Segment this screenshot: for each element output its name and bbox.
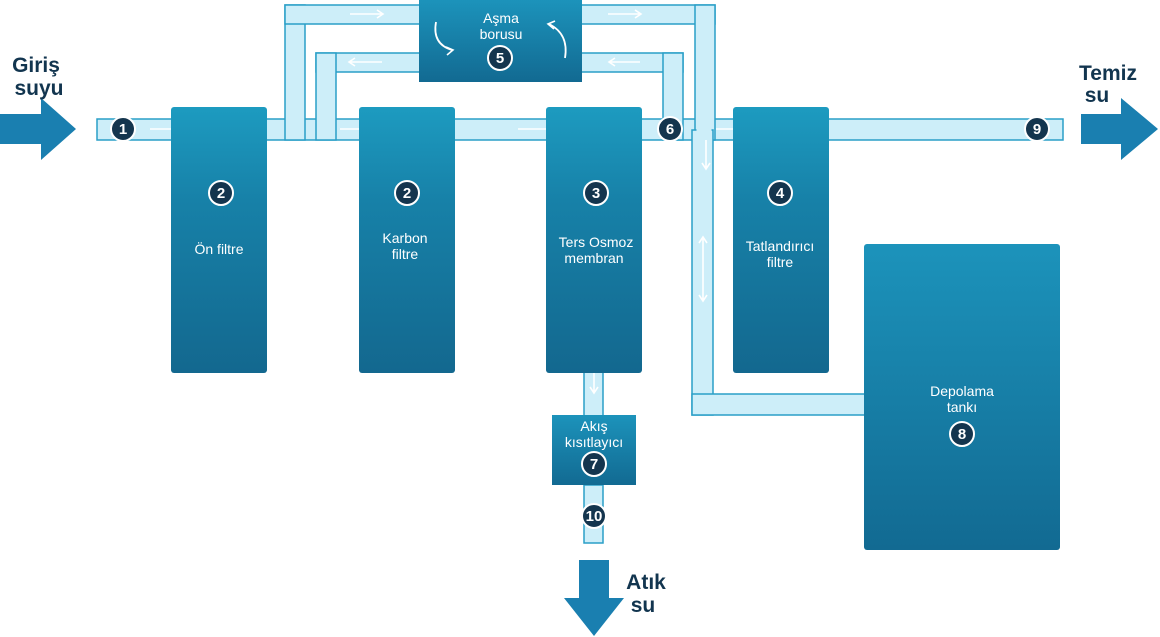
inlet-label-2: suyu bbox=[14, 77, 63, 100]
post-filter-body bbox=[733, 107, 829, 373]
outlet-arrow bbox=[1081, 98, 1158, 160]
pre-filter: 2 Ön filtre bbox=[171, 107, 267, 373]
junction-number: 6 bbox=[666, 121, 674, 138]
outlet-badge bbox=[1024, 116, 1050, 142]
post-filter: 4 Tatlandırıcı filtre bbox=[733, 107, 829, 373]
post-filter-label-1: Tatlandırıcı bbox=[746, 238, 814, 254]
point-badges: 1 6 9 10 bbox=[110, 116, 1050, 529]
overflow-pipe-label-2: borusu bbox=[480, 26, 523, 42]
inlet-label-1: Giriş bbox=[12, 54, 60, 77]
waste-label-2: su bbox=[631, 594, 656, 617]
outlet-label-1: Temiz bbox=[1079, 62, 1137, 85]
ro-membrane: 3 Ters Osmoz membran bbox=[546, 107, 642, 373]
flow-restrictor-label-1: Akış bbox=[580, 418, 607, 434]
big-arrows bbox=[0, 98, 1158, 636]
storage-tank: Depolama tankı 8 bbox=[864, 244, 1060, 550]
storage-tank-label-2: tankı bbox=[947, 399, 977, 415]
ro-membrane-label-2: membran bbox=[564, 250, 623, 266]
flow-restrictor-number: 7 bbox=[590, 456, 598, 473]
storage-tank-badge bbox=[949, 421, 975, 447]
storage-tank-label-1: Depolama bbox=[930, 383, 994, 399]
junction-badge bbox=[657, 116, 683, 142]
inlet-arrow bbox=[0, 98, 76, 160]
return-pipe-left bbox=[315, 52, 337, 141]
storage-tank-body bbox=[864, 244, 1060, 550]
pre-filter-label: Ön filtre bbox=[194, 240, 243, 257]
inlet-number: 1 bbox=[119, 121, 127, 138]
carbon-filter: 2 Karbon filtre bbox=[359, 107, 455, 373]
drain-badge bbox=[581, 503, 607, 529]
overflow-pipe-number: 5 bbox=[496, 50, 504, 67]
pre-filter-badge bbox=[208, 180, 234, 206]
storage-tank-number: 8 bbox=[958, 426, 966, 443]
carbon-filter-label-1: Karbon bbox=[382, 230, 427, 246]
outlet-number: 9 bbox=[1033, 121, 1041, 138]
overflow-swirl-right bbox=[548, 23, 567, 59]
inlet-badge bbox=[110, 116, 136, 142]
outlet-label-2: su bbox=[1085, 84, 1110, 107]
bypass-pipe-up-1 bbox=[284, 4, 306, 141]
waste-label-1: Atık bbox=[626, 571, 666, 594]
tank-pipe-horizontal bbox=[691, 393, 869, 416]
overflow-pipe-badge bbox=[487, 45, 513, 71]
post-filter-number: 4 bbox=[776, 185, 785, 202]
waste-arrow bbox=[564, 560, 624, 636]
carbon-filter-badge bbox=[394, 180, 420, 206]
pre-filter-body bbox=[171, 107, 267, 373]
ro-membrane-badge bbox=[583, 180, 609, 206]
ro-membrane-body bbox=[546, 107, 642, 373]
post-filter-label-2: filtre bbox=[767, 254, 794, 270]
carbon-filter-label-2: filtre bbox=[392, 246, 419, 262]
ro-membrane-label-1: Ters Osmoz bbox=[559, 234, 634, 250]
pre-filter-number: 2 bbox=[217, 185, 225, 202]
carbon-filter-number: 2 bbox=[403, 185, 411, 202]
carbon-filter-body bbox=[359, 107, 455, 373]
bypass-pipe-down-1 bbox=[694, 4, 716, 141]
overflow-pipe: Aşma borusu 5 bbox=[419, 0, 582, 82]
overflow-pipe-label-1: Aşma bbox=[483, 10, 519, 26]
flow-restrictor-label-2: kısıtlayıcı bbox=[565, 434, 623, 450]
flow-restrictor-badge bbox=[581, 451, 607, 477]
ro-membrane-number: 3 bbox=[592, 185, 600, 202]
flow-restrictor: Akış kısıtlayıcı 7 bbox=[552, 415, 636, 485]
post-filter-badge bbox=[767, 180, 793, 206]
drain-number: 10 bbox=[586, 508, 603, 525]
